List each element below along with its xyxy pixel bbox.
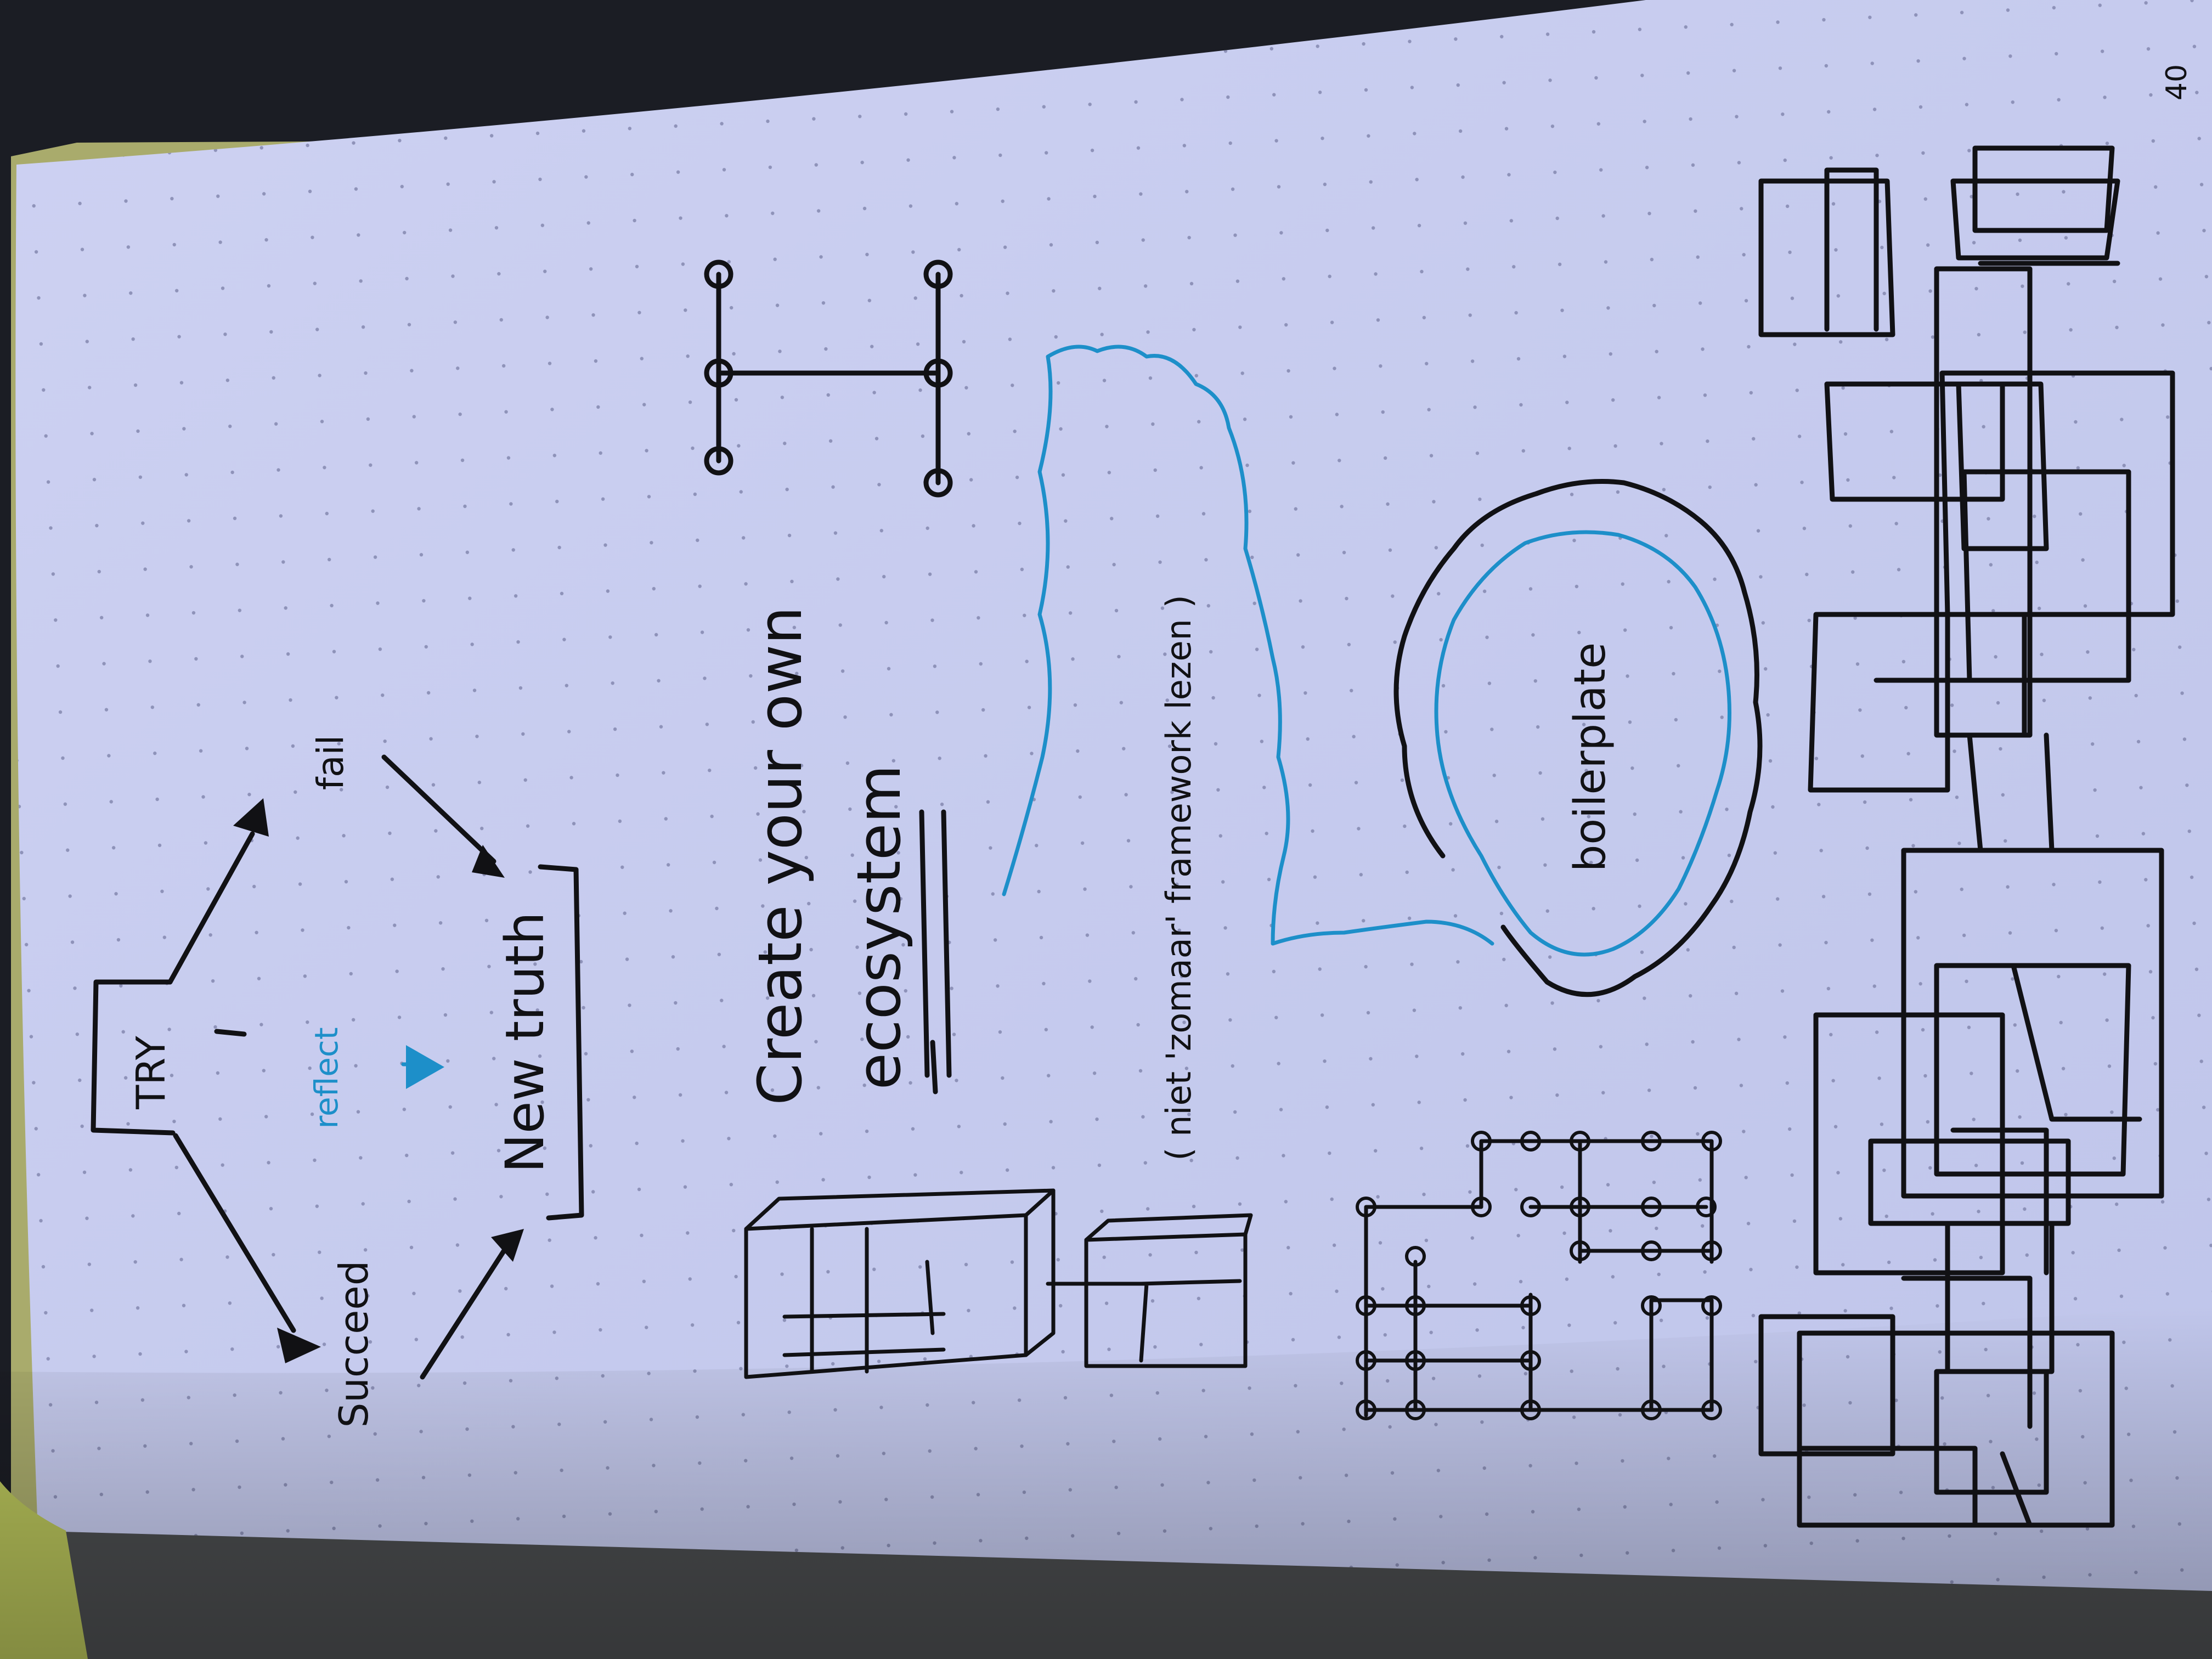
node: [923, 358, 953, 388]
overlapping-rectangles: [1758, 145, 2175, 1528]
ecosystem-heading-line-2: ecosystem: [844, 764, 914, 1090]
ecosystem-section: Create your own ecosystem ( niet 'zomaar…: [745, 345, 1494, 1161]
arrow-fail-to-truth: [381, 754, 496, 864]
arrow-to-succeed: [173, 1133, 296, 1333]
new-truth-bracket: [538, 864, 584, 1221]
box-sketch: [744, 1188, 1253, 1379]
reflect-label: reflect: [308, 1027, 345, 1128]
node: [704, 358, 733, 388]
network-diagram: [704, 259, 953, 498]
node: [704, 446, 733, 476]
shadow-overlay: [0, 1306, 2212, 1659]
boilerplate-cloud: boilerplate: [1393, 479, 1763, 997]
try-box: [91, 979, 176, 1136]
cloud-outline-blue: [1434, 530, 1731, 957]
network-lines: [716, 272, 941, 486]
circuit-grid: [1356, 1131, 1722, 1420]
box-side: [1024, 1188, 1056, 1357]
try-label: TRY: [128, 1035, 174, 1109]
box-top: [744, 1188, 1056, 1231]
rectangle-sketch: [1758, 145, 2175, 1528]
node: [923, 468, 953, 498]
arrow-fail-to-truth-head: [472, 845, 505, 878]
succeed-label: Succeed: [331, 1261, 377, 1428]
small-box-inner: [1046, 1279, 1242, 1363]
note-outline: [1002, 345, 1494, 946]
box-inner-lines: [782, 1227, 946, 1374]
dot-grid: [15, 0, 2212, 1618]
arrow-succeed-to-truth-head: [491, 1229, 524, 1262]
node: [923, 259, 953, 289]
circuit-grid-nodes: [1356, 1131, 1722, 1420]
fail-label: fail: [309, 735, 352, 790]
page-number: 40: [2160, 64, 2193, 100]
ecosystem-underline: [919, 809, 952, 1094]
reflect-arrow-head: [406, 1045, 444, 1089]
arrow-to-fail-head: [233, 798, 269, 837]
arrow-to-succeed-head: [277, 1328, 321, 1363]
arrow-to-fail: [167, 831, 255, 985]
node: [704, 259, 733, 289]
ecosystem-note: ( niet 'zomaar' framework lezen ): [1159, 595, 1199, 1161]
small-box-top: [1084, 1213, 1253, 1242]
cycle-diagram: TRY reflect Succeed fail New truth: [91, 735, 584, 1428]
ecosystem-heading-line-1: Create your own: [745, 606, 815, 1105]
arrow-succeed-to-truth: [420, 1243, 510, 1380]
cloud-outline-black: [1393, 479, 1763, 997]
new-truth-label: New truth: [494, 912, 556, 1173]
try-tick: [214, 1029, 247, 1037]
boilerplate-label: boilerplate: [1566, 642, 1615, 872]
